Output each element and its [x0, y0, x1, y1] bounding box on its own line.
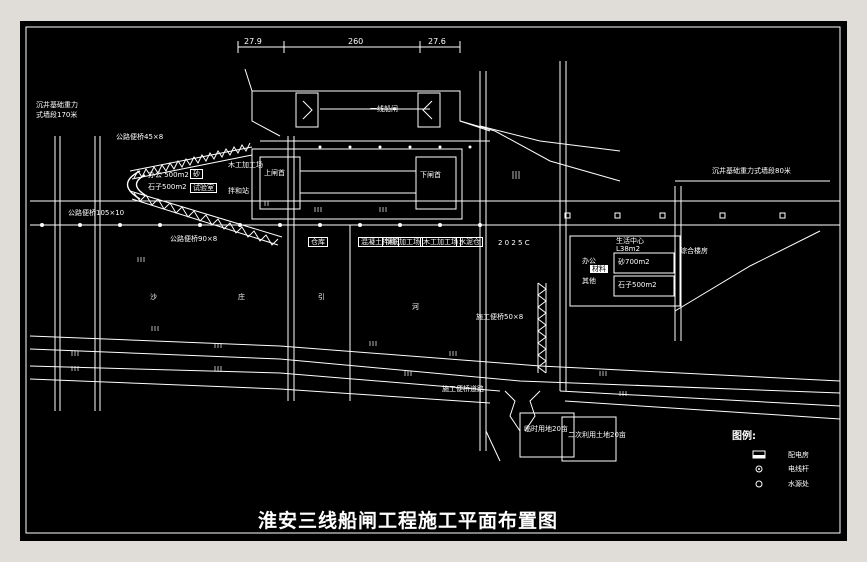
note-left-1: 沉井基础重力 [36, 101, 78, 109]
note-left-2: 式墙段170米 [36, 111, 78, 119]
temp-land-left [519, 412, 575, 458]
river-char-4: 河 [412, 303, 419, 311]
code-label: 2 0 2 5 C [498, 239, 530, 247]
road-lower-label: 公路便桥90×8 [170, 235, 218, 243]
river-char-2: 庄 [238, 293, 245, 301]
sand-box: 砂 [190, 169, 203, 179]
canal-label: 一线船闸 [370, 105, 398, 113]
right-center-label-1: 生活中心 [616, 237, 644, 245]
construction-bridge-vertical [537, 282, 547, 374]
workshop-label: 木工加工场 [228, 161, 263, 169]
canal-edge [244, 68, 281, 137]
lower-gate-block [415, 156, 457, 210]
construction-bridge-label: 施工便桥50×8 [476, 313, 524, 321]
drawing-border [25, 26, 841, 534]
river [29, 335, 841, 420]
road-left-label: 公路便桥105×10 [68, 209, 125, 217]
upper-gate-block [259, 156, 301, 210]
note-right: 沉井基础重力式墙段80米 [712, 167, 791, 175]
dim-right: 27.6 [428, 37, 446, 46]
office-right-label: 办公 [582, 257, 596, 265]
testing-box: 试验室 [190, 183, 217, 193]
drawing-canvas: 27.9 260 27.6 沉井基础重力 式墙段170米 沉井基础重力式墙段80… [20, 21, 847, 541]
lock-gate-lower [417, 92, 441, 128]
legend-symbols [752, 450, 766, 488]
right-living-area [569, 235, 681, 307]
gravel-label: 石子500m2 [148, 183, 187, 191]
dim-center: 260 [348, 37, 364, 46]
right-gravel-label: 石子500m2 [618, 281, 657, 289]
road-upper-label: 公路便桥45×8 [116, 133, 164, 141]
cement-box: 水泥仓 [456, 237, 483, 247]
carpenter-box: 木工加工场 [420, 237, 461, 247]
right-warehouse-label: 综合楼房 [680, 247, 708, 255]
legend-item-power: 配电房 [788, 451, 809, 459]
warehouse-box: 仓库 [308, 237, 328, 247]
construction-road-label: 施工便桥道路 [442, 385, 484, 393]
lock-chamber [251, 148, 463, 220]
legend-title: 图例: [732, 431, 756, 442]
legend-item-pole: 电线杆 [788, 465, 809, 473]
legend-item-water: 水源处 [788, 480, 809, 488]
lock-gate-upper [295, 92, 319, 128]
mixer-label: 拌和站 [228, 187, 249, 195]
concrete-box: 混凝土拌和 [358, 237, 399, 247]
site-plan-drawing [25, 26, 841, 534]
drawing-title: 淮安三线船闸工程施工平面布置图 [258, 510, 559, 532]
steel-yard-box: 钢筋加工场 [382, 237, 423, 247]
dim-left: 27.9 [244, 37, 262, 46]
temp-land-right [561, 416, 617, 462]
right-center-label-2: L38m2 [616, 245, 641, 253]
truss-bridge-upper [129, 142, 253, 180]
truss-bridge-lower [129, 190, 283, 246]
temp-land-left-label: 临时用地20亩 [524, 425, 568, 433]
river-char-3: 引 [318, 293, 325, 301]
pile-lines [54, 61, 682, 451]
office-area-label: 办公 500m2 [148, 171, 189, 179]
right-storage-label: 砂700m2 [618, 258, 650, 266]
material-box: 材料 [590, 265, 608, 273]
upper-gate-label: 上闸首 [264, 169, 285, 177]
river-char-1: 沙 [150, 293, 157, 301]
other-label: 其他 [582, 277, 596, 285]
temp-land-right-label: 二次利用土地20亩 [568, 431, 626, 439]
lower-gate-label: 下闸首 [420, 171, 441, 179]
construction-road [504, 390, 521, 432]
road-loop [126, 170, 141, 200]
